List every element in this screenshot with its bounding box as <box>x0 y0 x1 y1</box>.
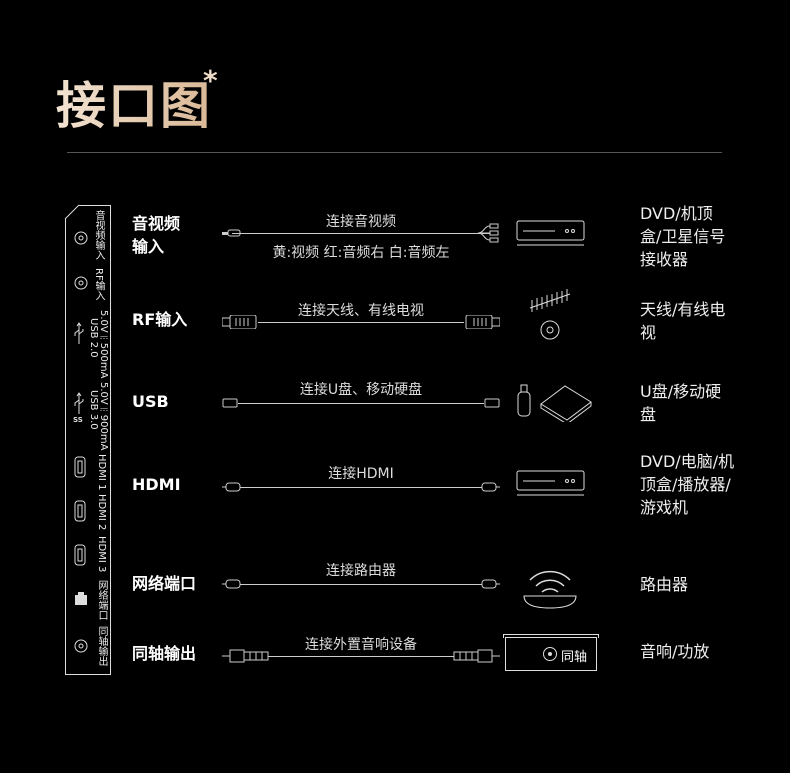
audio-amplifier-device: 同轴 <box>505 637 597 671</box>
antenna-icon <box>529 289 571 340</box>
set-top-box-icon <box>516 220 585 246</box>
set-top-box-icon <box>516 470 585 496</box>
ethernet-plug-icon <box>481 579 500 589</box>
coax-jack-icon <box>543 647 557 661</box>
coax-badge: 同轴 <box>561 650 588 665</box>
row-label-usb: USB <box>132 392 169 411</box>
port-label-hdmi2: HDMI 2 <box>96 494 107 531</box>
cable-label: 连接路由器 <box>326 563 396 579</box>
device-text-rf: 天线/有线电视 <box>640 300 726 342</box>
row-label-av: 音视频输入 <box>132 214 181 256</box>
hdmi3-port-icon <box>74 544 86 566</box>
ethernet-port-icon <box>75 592 87 605</box>
cable-label: 连接U盘、移动硬盘 <box>299 382 423 398</box>
row-label-rf: RF输入 <box>132 310 188 329</box>
device-text-ethernet: 路由器 <box>640 575 689 594</box>
divider <box>67 152 722 153</box>
port-label-av: 音视频输入 <box>93 210 104 260</box>
usb-icon <box>74 322 84 344</box>
rf-connector-icon <box>465 315 500 329</box>
rf-connector-icon <box>222 315 257 329</box>
cable-label: 连接音视频 <box>326 214 396 230</box>
router-icon <box>523 570 577 609</box>
coax-port-icon <box>74 639 88 653</box>
usb-plug-icon <box>484 398 500 408</box>
rca-color-note: 黄:视频 红:音频右 白:音频左 <box>272 245 450 261</box>
cable-label: 连接天线、有线电视 <box>298 303 424 319</box>
port-label-ethernet: 网络端口 <box>96 580 107 620</box>
hdmi2-port-icon <box>74 500 86 522</box>
hdmi1-port-icon <box>74 456 86 478</box>
port-label-usb2: USB 2.0 <box>88 318 99 358</box>
device-text-hdmi: DVD/电脑/机顶盒/播放器/游戏机 <box>640 452 735 517</box>
coax-plug-icon <box>453 649 500 663</box>
rf-port-icon <box>74 276 88 290</box>
amplifier-top <box>503 634 599 638</box>
page-title: 接口图 <box>56 66 212 138</box>
hdmi-plug-icon <box>222 482 241 492</box>
3.5mm-plug-icon <box>222 229 241 237</box>
usb-drive-and-hdd-icon <box>517 384 592 422</box>
port-label-usb3-power: 5.0V⎓900mA <box>98 382 109 451</box>
device-text-av: DVD/机顶盒/卫星信号接收器 <box>640 204 726 269</box>
port-label-coax: 同轴输出 <box>96 626 107 666</box>
av-port-icon <box>74 231 88 245</box>
port-label-rf: RF输入 <box>93 268 104 301</box>
cable-label: 连接HDMI <box>328 466 394 482</box>
tv-port-panel <box>65 205 111 675</box>
port-label-hdmi3: HDMI 3 <box>96 536 107 573</box>
coax-plug-icon <box>222 649 269 663</box>
svg-text:SS: SS <box>73 416 83 422</box>
cable-label: 连接外置音响设备 <box>305 637 417 653</box>
row-label-coax: 同轴输出 <box>132 644 197 663</box>
port-label-usb2-power: 5.0V⎓500mA <box>98 310 109 379</box>
panel-corner <box>64 204 80 220</box>
device-text-usb: U盘/移动硬盘 <box>640 382 722 424</box>
port-label-hdmi1: HDMI 1 <box>96 454 107 491</box>
row-label-ethernet: 网络端口 <box>132 574 197 593</box>
device-text-coax: 音响/功放 <box>640 642 710 661</box>
usb-ss-icon: SS <box>73 392 84 422</box>
rca-plug-icon <box>478 223 499 243</box>
port-label-usb3: USB 3.0 <box>88 390 99 430</box>
hdmi-plug-icon <box>481 482 500 492</box>
usb-plug-icon <box>222 398 238 408</box>
row-label-hdmi: HDMI <box>132 475 181 494</box>
ethernet-plug-icon <box>222 579 241 589</box>
title-footnote-mark: * <box>203 64 218 97</box>
